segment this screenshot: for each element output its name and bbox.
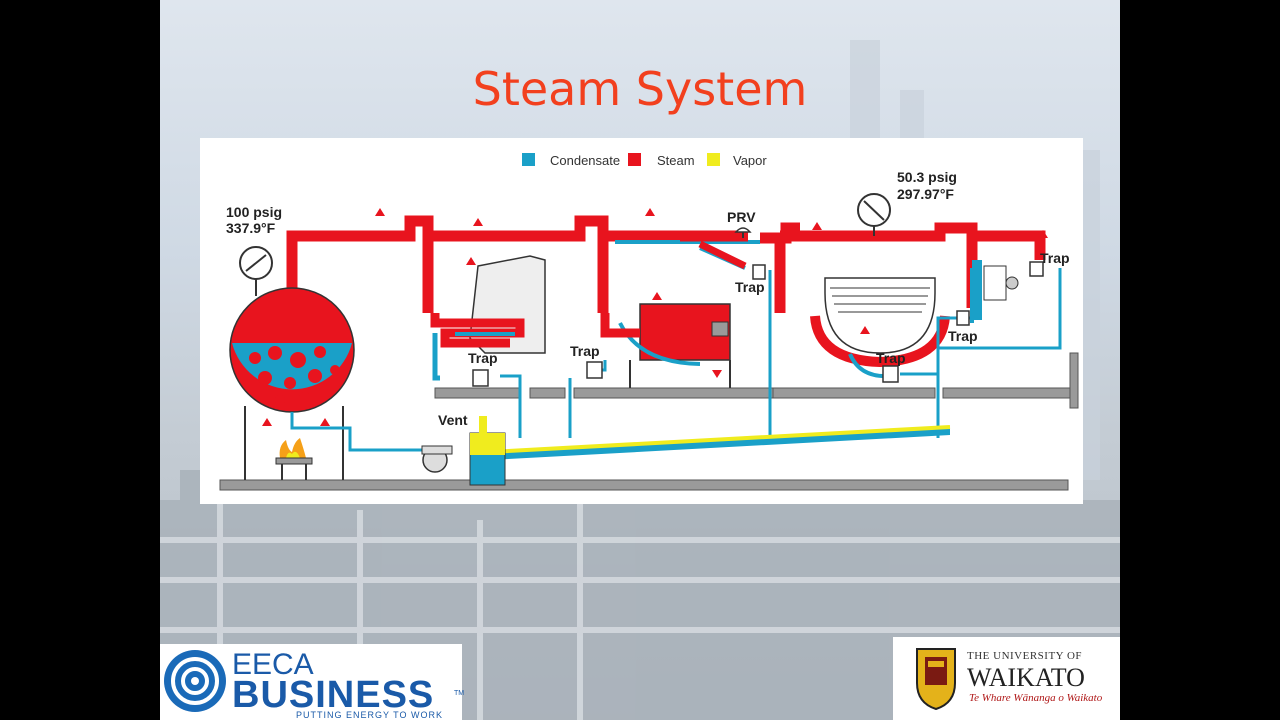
low-temp-label: 297.97°F <box>897 186 954 202</box>
trap-1 <box>472 369 489 387</box>
prv-label: PRV <box>727 209 756 225</box>
heat-exchanger-unit <box>430 255 546 381</box>
legend: Condensate Steam Vapor <box>522 153 767 168</box>
boiler-pressure-gauge-icon <box>239 246 273 296</box>
burner-flames-icon <box>275 438 313 480</box>
eeca-name: EECA <box>232 648 314 681</box>
trap-6-label: Trap <box>1040 250 1070 266</box>
steam-system-diagram: Condensate Steam Vapor <box>200 138 1083 504</box>
trap-4-label: Trap <box>876 350 906 366</box>
trap-2 <box>586 361 603 379</box>
eeca-tagline: PUTTING ENERGY TO WORK <box>296 710 444 720</box>
return-header <box>489 425 951 460</box>
boiler-temp-label: 337.9°F <box>226 220 276 236</box>
eeca-swirl-icon <box>164 650 226 712</box>
heat-loss-arrows-icon <box>262 208 1048 426</box>
legend-label-steam: Steam <box>657 153 695 168</box>
waikato-tagline: Te Whare Wānanga o Waikato <box>969 692 1103 704</box>
trap-6 <box>1029 261 1044 277</box>
trap-1-label: Trap <box>468 350 498 366</box>
vent-label: Vent <box>438 412 468 428</box>
trap-5 <box>956 310 970 326</box>
eeca-trademark: TM <box>454 690 465 697</box>
condensate-return <box>290 268 1062 452</box>
slide-title: Steam System <box>472 62 808 116</box>
condensate-receiver <box>469 416 506 486</box>
legend-swatch-steam <box>628 153 641 166</box>
boiler <box>229 287 355 480</box>
waikato-logo: THE UNIVERSITY OF WAIKATO Te Whare Wānan… <box>893 637 1120 720</box>
unit-heater <box>972 260 1019 320</box>
low-pressure-gauge-icon <box>857 193 891 236</box>
waikato-crest-icon <box>916 648 956 711</box>
floor-beams <box>219 352 1079 491</box>
trap-4 <box>882 365 899 383</box>
legend-label-condensate: Condensate <box>550 153 620 168</box>
boiler-pressure-label: 100 psig <box>226 204 282 220</box>
eeca-business-text: BUSINESS <box>232 674 435 716</box>
diagram-canvas: Condensate Steam Vapor <box>219 153 1079 491</box>
feed-pump-icon <box>421 445 453 473</box>
legend-label-vapor: Vapor <box>733 153 767 168</box>
trap-5-label: Trap <box>948 328 978 344</box>
trap-3 <box>752 264 766 280</box>
trap-3-label: Trap <box>735 279 765 295</box>
legend-swatch-condensate <box>522 153 535 166</box>
slide: Steam System Condensate Steam Vapor <box>160 0 1120 720</box>
low-pressure-label: 50.3 psig <box>897 169 957 185</box>
eeca-business-logo: EECA BUSINESS TM PUTTING ENERGY TO WORK <box>160 644 465 720</box>
waikato-name: WAIKATO <box>967 663 1085 692</box>
waikato-top-text: THE UNIVERSITY OF <box>967 650 1083 662</box>
legend-swatch-vapor <box>707 153 720 166</box>
storage-tank <box>600 303 731 388</box>
trap-2-label: Trap <box>570 343 600 359</box>
prv-valve-icon <box>734 227 752 238</box>
